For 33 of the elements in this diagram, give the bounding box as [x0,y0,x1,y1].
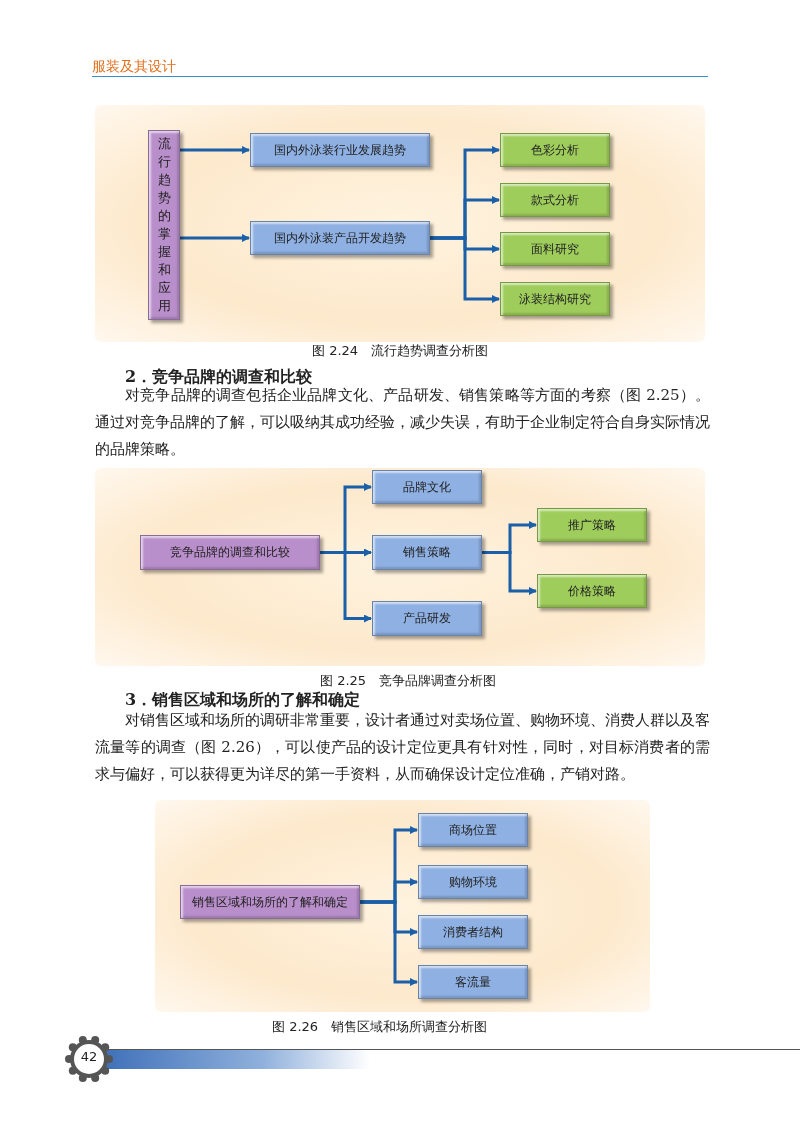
leaf-box: 商场位置 [418,813,528,847]
figure-caption: 图 2.24 流行趋势调查分析图 [312,342,489,360]
leaf-box: 泳装结构研究 [500,282,610,316]
arrow [180,146,250,154]
running-header: 服装及其设计 [92,58,176,76]
leaf-box: 品牌文化 [372,470,482,504]
branch-box: 销售策略 [372,535,482,570]
section-heading: 2．竞争品牌的调查和比较 [125,367,313,387]
figure-caption: 图 2.26 销售区域和场所调查分析图 [272,1018,488,1036]
body-paragraph: 对竞争品牌的调查包括企业品牌文化、产品研发、销售策略等方面的考察（图 2.25）。通过对竞争品牌的了解，可以吸纳其成功经验，减少失误，有助于企业制定符合自身实际情况的品牌策略。 [95,385,710,460]
leaf-box: 色彩分析 [500,133,610,167]
page-number: 42 [79,1049,99,1064]
branch-box: 国内外泳装产品开发趋势 [250,221,430,255]
body-paragraph: 对销售区域和场所的调研非常重要，设计者通过对卖场位置、购物环境、消费人群以及客流量等的调查（图 2.26），可以使产品的设计定位更具有针对性，同时，对目标消费者的需求与偏好，可以获得更为详尽的第一手资料，从而确保设计定位准确，产销对路。 [95,710,710,785]
section-heading: 3．销售区域和场所的了解和确定 [125,690,361,711]
figure-caption: 图 2.25 竞争品牌调查分析图 [320,672,497,690]
topic-box: 销售区域和场所的了解和确定 [180,885,360,919]
topic-box: 竞争品牌的调查和比较 [140,535,320,570]
arrow [320,551,372,623]
leaf-box: 产品研发 [372,601,482,636]
leaf-box: 客流量 [418,965,528,999]
leaf-box: 国内外泳装行业发展趋势 [250,133,430,167]
arrow [360,900,418,986]
arrow [430,236,500,303]
arrow [482,551,537,595]
topic-box: 流行趋势的掌握和应用 [148,130,180,320]
leaf-box: 价格策略 [537,574,647,608]
leaf-box: 款式分析 [500,183,610,217]
leaf-box: 消费者结构 [418,915,528,949]
arrow [180,234,250,242]
leaf-box: 面料研究 [500,232,610,266]
leaf-box: 购物环境 [418,865,528,899]
leaf-box: 推广策略 [537,508,647,542]
